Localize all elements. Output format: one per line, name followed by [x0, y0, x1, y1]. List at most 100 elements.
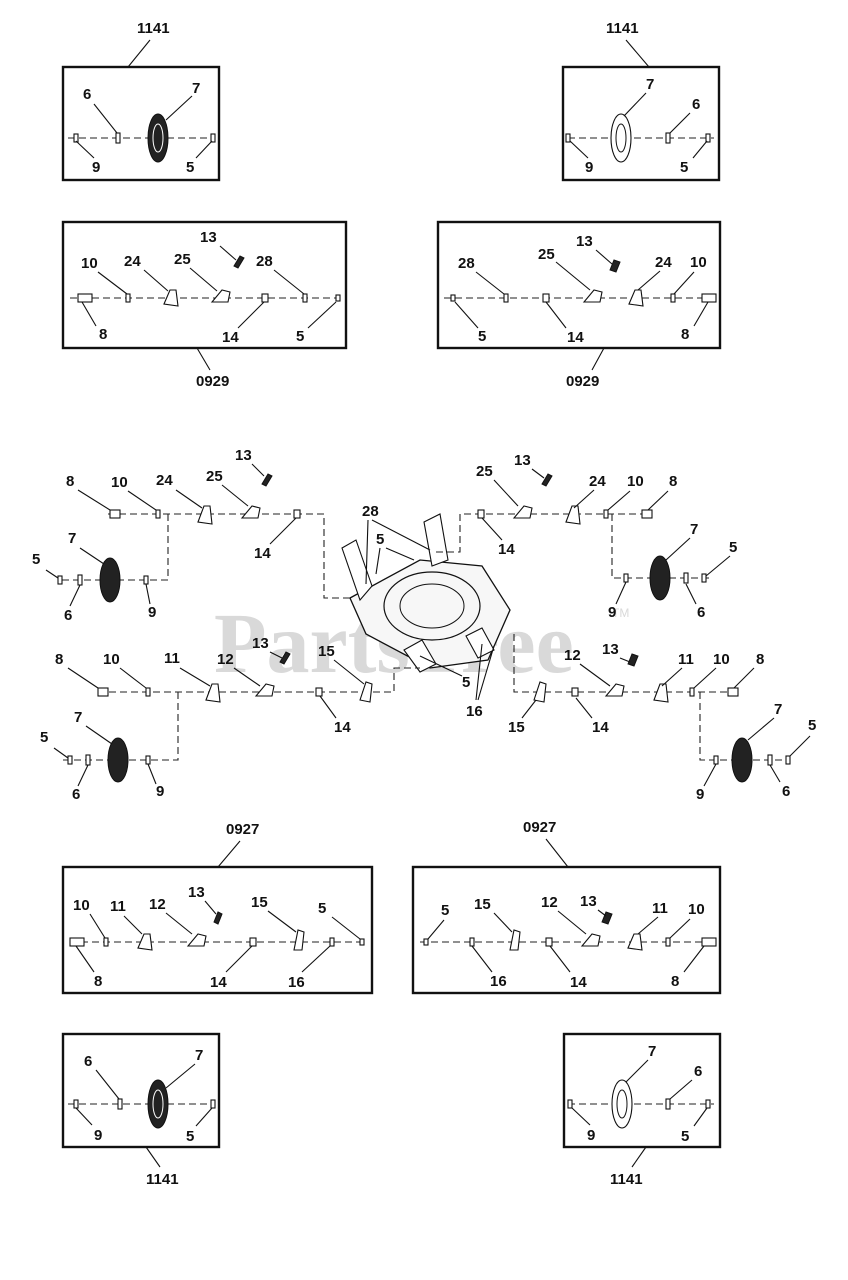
- bushing-part: [665, 132, 671, 144]
- svg-text:10: 10: [73, 897, 90, 914]
- wheel-detail-bottom-left[interactable]: 6 7 9 5 1141: [61, 1032, 221, 1188]
- assembly-code: 0927: [523, 819, 556, 836]
- svg-text:10: 10: [713, 651, 730, 668]
- axle-pin-part: [701, 293, 717, 303]
- svg-text:11: 11: [164, 650, 180, 667]
- svg-text:5: 5: [32, 551, 40, 568]
- svg-text:8: 8: [66, 473, 74, 490]
- svg-text:9: 9: [585, 159, 593, 176]
- svg-text:5: 5: [40, 729, 48, 746]
- svg-text:8: 8: [669, 473, 677, 490]
- svg-text:16: 16: [466, 703, 483, 720]
- svg-text:6: 6: [84, 1053, 92, 1070]
- axle-pin-part: [109, 509, 121, 519]
- svg-text:8: 8: [55, 651, 63, 668]
- deck-bracket-right: [423, 513, 449, 567]
- wheel-part: [610, 113, 632, 163]
- wheel-part: [99, 557, 121, 603]
- svg-text:15: 15: [251, 894, 268, 911]
- svg-text:14: 14: [254, 545, 271, 562]
- assembly-code: 0929: [566, 373, 599, 390]
- assembly-code: 1141: [146, 1171, 179, 1188]
- svg-text:7: 7: [648, 1043, 656, 1060]
- svg-text:5: 5: [296, 328, 304, 345]
- svg-text:14: 14: [498, 541, 515, 558]
- svg-text:12: 12: [149, 896, 166, 913]
- axle-detail-right[interactable]: 28 25 13 24 10 5 14 8 0929: [436, 220, 722, 390]
- svg-text:8: 8: [99, 326, 107, 343]
- wheel-part: [147, 113, 169, 163]
- svg-text:7: 7: [690, 521, 698, 538]
- adjuster-lever-part: [582, 289, 603, 303]
- svg-text:12: 12: [541, 894, 558, 911]
- svg-text:8: 8: [756, 651, 764, 668]
- wheel-detail-bottom-right[interactable]: 7 6 9 5 1141: [562, 1032, 722, 1188]
- svg-text:24: 24: [655, 254, 672, 271]
- svg-text:7: 7: [646, 76, 654, 93]
- svg-text:14: 14: [592, 719, 609, 736]
- svg-text:13: 13: [200, 229, 217, 246]
- svg-text:5: 5: [680, 159, 688, 176]
- height-adjuster-part: [163, 289, 179, 307]
- axle-bolt-part: [565, 133, 571, 143]
- svg-text:6: 6: [694, 1063, 702, 1080]
- spacer-part: [261, 293, 269, 303]
- svg-text:16: 16: [288, 974, 305, 991]
- svg-text:28: 28: [362, 503, 379, 520]
- svg-text:15: 15: [508, 719, 525, 736]
- svg-text:28: 28: [256, 253, 273, 270]
- svg-text:25: 25: [538, 246, 555, 263]
- svg-text:7: 7: [774, 701, 782, 718]
- svg-text:13: 13: [514, 452, 531, 469]
- svg-text:10: 10: [81, 255, 98, 272]
- svg-text:8: 8: [671, 973, 679, 990]
- svg-text:7: 7: [192, 80, 200, 97]
- svg-text:5: 5: [376, 531, 384, 548]
- wheel-part: [731, 737, 753, 783]
- svg-text:24: 24: [589, 473, 606, 490]
- svg-text:10: 10: [690, 254, 707, 271]
- svg-text:13: 13: [188, 884, 205, 901]
- svg-text:5: 5: [186, 1128, 194, 1145]
- watermark-trademark: TM: [612, 606, 629, 620]
- svg-text:7: 7: [74, 709, 82, 726]
- retainer-part: [73, 133, 79, 143]
- svg-text:6: 6: [697, 604, 705, 621]
- svg-text:25: 25: [174, 251, 191, 268]
- svg-text:15: 15: [474, 896, 491, 913]
- axle-detail-lower-right[interactable]: 0927 5 15 12 13 11 10 16 14 8: [411, 819, 722, 995]
- svg-text:5: 5: [729, 539, 737, 556]
- svg-text:9: 9: [696, 786, 704, 803]
- wheel-detail-top-left[interactable]: 1141 6 7 9 5: [61, 20, 221, 182]
- wheel-part: [147, 1079, 169, 1129]
- svg-text:5: 5: [441, 902, 449, 919]
- svg-text:7: 7: [195, 1047, 203, 1064]
- svg-text:9: 9: [587, 1127, 595, 1144]
- svg-text:25: 25: [476, 463, 493, 480]
- svg-text:14: 14: [570, 974, 587, 991]
- svg-text:14: 14: [222, 329, 239, 346]
- svg-text:14: 14: [210, 974, 227, 991]
- svg-text:13: 13: [252, 635, 269, 652]
- svg-text:11: 11: [652, 900, 668, 917]
- assembly-code: 1141: [610, 1171, 643, 1188]
- svg-text:8: 8: [681, 326, 689, 343]
- svg-text:7: 7: [68, 530, 76, 547]
- svg-text:28: 28: [458, 255, 475, 272]
- height-adjuster-part: [628, 289, 644, 307]
- svg-text:16: 16: [490, 973, 507, 990]
- assembly-code: 0929: [196, 373, 229, 390]
- axle-detail-left[interactable]: 10 24 25 13 28 8 14 5 0929: [61, 220, 348, 390]
- svg-text:25: 25: [206, 468, 223, 485]
- assembly-code: 1141: [606, 20, 639, 37]
- bushing-part: [115, 132, 121, 144]
- svg-text:5: 5: [808, 717, 816, 734]
- svg-text:13: 13: [576, 233, 593, 250]
- wheel-detail-top-right[interactable]: 1141 7 6 9 5: [561, 20, 721, 182]
- spacer-part: [542, 293, 550, 303]
- axle-pin-part: [77, 293, 93, 303]
- axle-detail-lower-left[interactable]: 0927 10 11 12 13 15 5 8 14 16: [61, 821, 374, 995]
- svg-text:13: 13: [235, 447, 252, 464]
- svg-text:9: 9: [156, 783, 164, 800]
